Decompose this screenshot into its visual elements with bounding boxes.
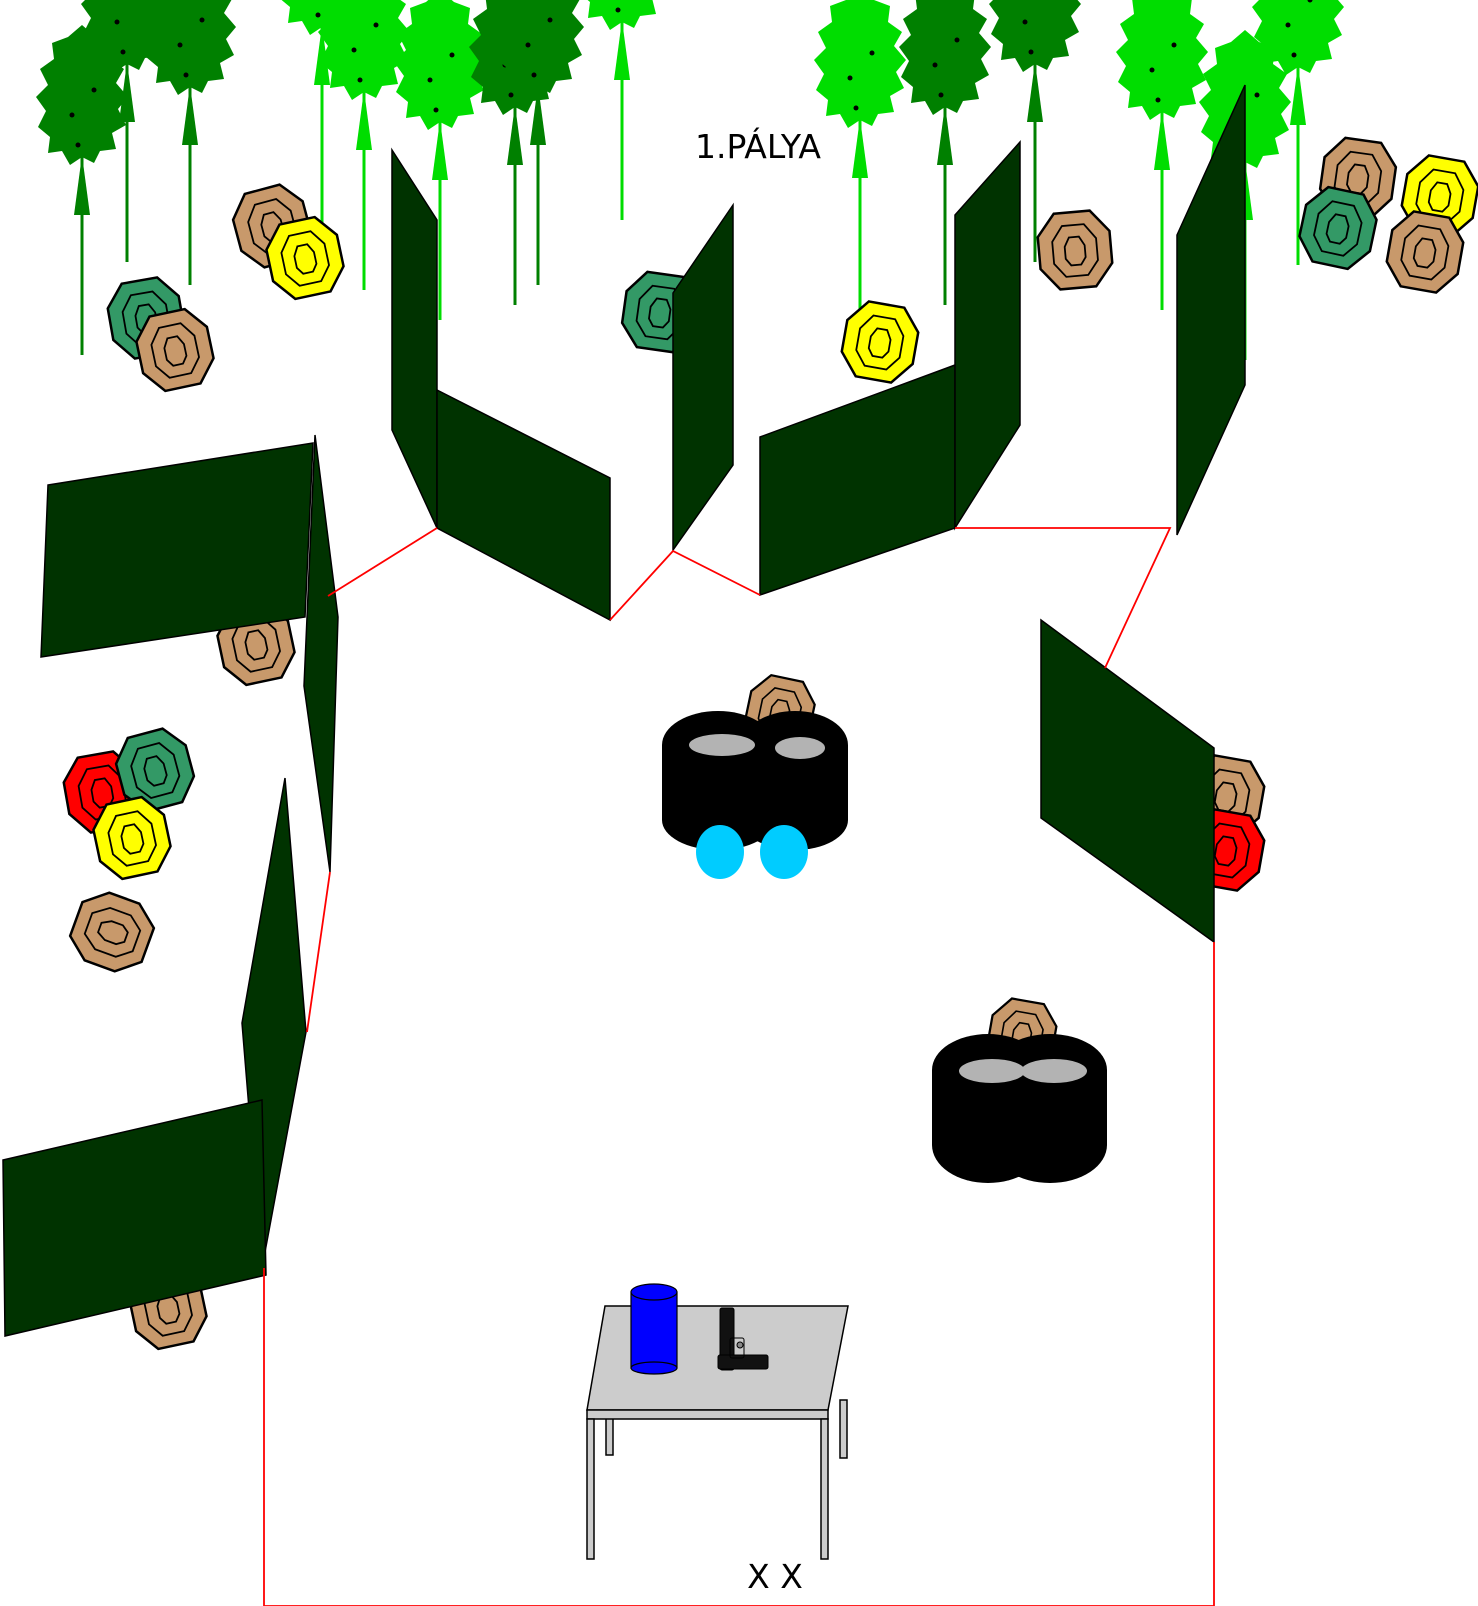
fault-line: [307, 872, 330, 1032]
start-mark: X X: [747, 1557, 803, 1596]
wall-panel: [437, 390, 610, 620]
tree-icon: [814, 0, 906, 318]
tire-stack-icon: [662, 672, 848, 879]
wall-panel: [955, 142, 1020, 528]
brown-target-icon: [1036, 209, 1114, 291]
wall-panel: [1041, 620, 1214, 942]
tree-icon: [576, 0, 668, 220]
yellow-target-icon: [838, 298, 922, 385]
brown-target-icon: [64, 885, 160, 979]
no-shoot-target-icon: [760, 825, 808, 879]
tire-stack-icon: [932, 996, 1107, 1183]
table-icon: [587, 1306, 848, 1559]
cup-icon: [631, 1284, 677, 1374]
stage-title: 1.PÁLYA: [695, 126, 821, 166]
tree-icon: [492, 0, 584, 285]
wall-panel: [673, 205, 733, 550]
wall-panel: [392, 150, 437, 528]
fault-line: [610, 551, 760, 620]
fault-line: [328, 528, 437, 596]
wall-panel: [3, 1100, 266, 1336]
no-shoot-target-icon: [696, 825, 744, 879]
wall-panel: [760, 365, 955, 595]
wall-panel: [1177, 85, 1245, 535]
tree-icon: [144, 0, 236, 285]
targets-top: [104, 135, 1478, 394]
